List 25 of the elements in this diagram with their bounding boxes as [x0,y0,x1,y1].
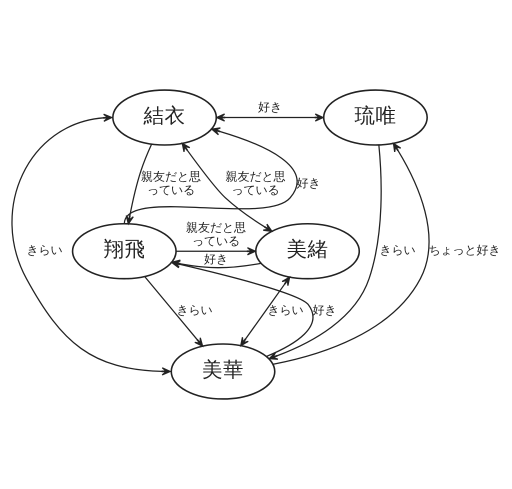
arrow [182,142,272,232]
node-ellipse: 翔飛 [72,222,177,280]
edge-label: きらい [267,303,304,318]
arrow [216,113,324,122]
edge-label: 親友だと思っている [186,220,246,248]
arrow [240,276,290,346]
edge-label: 好き [258,100,282,114]
edge-label: きらい [380,242,416,257]
arrow [176,247,256,256]
edge-label: ちょっと好き [428,242,500,257]
edge-label: 親友だと思っている [225,169,286,197]
edge-label: きらい [176,303,213,318]
node-ellipse: 琉唯 [322,89,428,146]
node-ellipse: 結衣 [112,89,218,146]
arrow [126,144,152,225]
arrow [273,142,430,365]
arrow [144,276,204,347]
arrow [11,114,171,376]
edge-label: 好き [204,252,228,266]
edge-label: きらい [26,242,63,257]
arrow [124,127,298,224]
edge-label: 親友だと思っている [140,169,201,197]
node-ellipse: 美華 [170,343,276,400]
edge-label: 好き [312,303,336,318]
arrow [268,144,382,360]
